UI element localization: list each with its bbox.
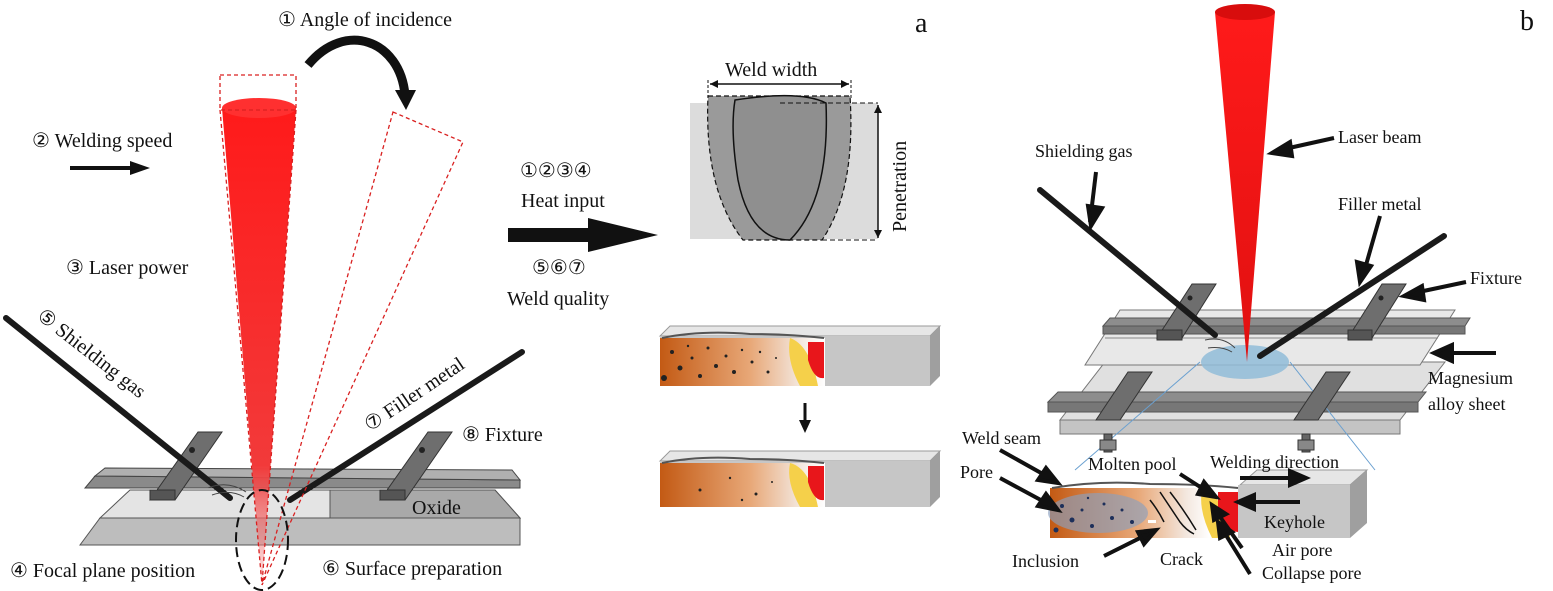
panel-a: ① Angle of incidence ② Welding speed ③ L… [3, 8, 942, 591]
weld-seam-bar-top [658, 325, 942, 386]
b-label-laser: Laser beam [1338, 127, 1421, 147]
b-label-inclusion: Inclusion [1012, 551, 1079, 571]
big-arrow-icon [508, 218, 658, 252]
b-label-direction: Welding direction [1210, 452, 1339, 472]
shielding-gas-rod-b [1037, 187, 1218, 338]
label-fixture: ⑧ Fixture [462, 424, 543, 446]
laser-beam-b [1215, 12, 1275, 362]
panel-b: b [960, 4, 1534, 583]
heat-input-label: Heat input [521, 190, 605, 212]
b-label-molten: Molten pool [1088, 454, 1177, 474]
focal-ellipse [235, 489, 289, 591]
label-focal: ④ Focal plane position [10, 560, 195, 582]
b-label-pore: Pore [960, 462, 993, 482]
curved-arrow-icon [304, 35, 410, 96]
b-label-air-pore: Air pore [1272, 540, 1332, 560]
b-label-shielding: Shielding gas [1035, 141, 1133, 161]
tilted-beam-outline [261, 111, 464, 586]
b-label-fixture: Fixture [1470, 268, 1522, 288]
b-label-weld-seam: Weld seam [962, 428, 1041, 448]
filler-metal-rod-b [1257, 233, 1447, 359]
weld-seam-bar-bottom [658, 450, 942, 507]
weld-width-label: Weld width [725, 59, 817, 81]
fixture-b-2 [1347, 283, 1407, 341]
label-power: ③ Laser power [66, 257, 189, 279]
panel-letter-b: b [1520, 6, 1534, 37]
weld-quality-label: Weld quality [507, 288, 609, 310]
weld-zone-ellipse [1201, 345, 1289, 379]
label-surface: ⑥ Surface preparation [322, 558, 502, 580]
panel-letter-a: a [915, 8, 928, 39]
plate-front [79, 517, 521, 546]
fixture-b-3 [1095, 371, 1153, 453]
b-label-mg1: Magnesium [1428, 368, 1513, 388]
quality-nums: ⑤⑥⑦ [532, 257, 586, 279]
fixture-b-4 [1293, 371, 1351, 453]
b-label-filler: Filler metal [1338, 194, 1421, 214]
label-angle: ① Angle of incidence [278, 9, 452, 31]
label-speed: ② Welding speed [32, 130, 172, 152]
weld-cross-section: Weld width Penetration [690, 59, 911, 241]
b-label-keyhole: Keyhole [1264, 512, 1325, 532]
oxide-area [329, 489, 522, 519]
b-label-collapse-pore: Collapse pore [1262, 563, 1361, 583]
label-oxide: Oxide [412, 497, 461, 519]
laser-beam-cone [222, 108, 296, 585]
b-label-mg2: alloy sheet [1428, 394, 1505, 414]
filler-metal-rod [287, 349, 525, 503]
b-label-crack: Crack [1160, 549, 1203, 569]
penetration-label: Penetration [889, 141, 911, 232]
seam-block [1048, 469, 1369, 538]
heat-input-nums: ①②③④ [520, 160, 592, 182]
shielding-gas-rod [3, 315, 233, 501]
clamp-right [379, 431, 453, 501]
